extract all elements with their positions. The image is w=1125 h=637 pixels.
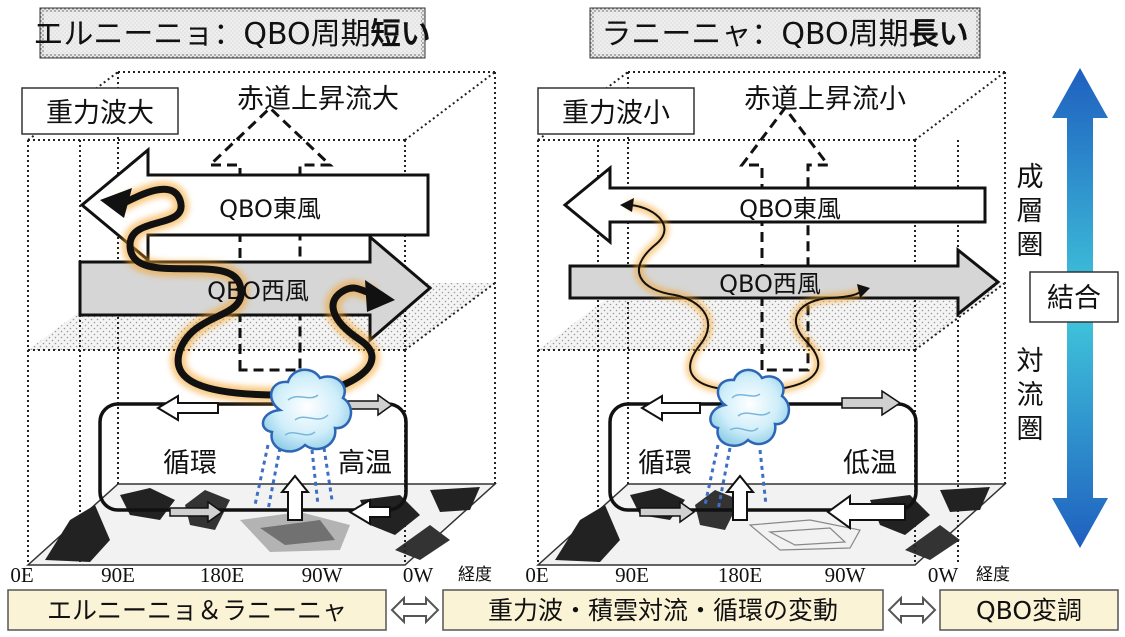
left-gravity-wave-label: 重力波大 [46, 98, 154, 129]
right-rain-streaks [703, 444, 768, 511]
troposphere-vertical-label: 対流圏 [1017, 346, 1044, 445]
coupling-label: 結合 [1047, 283, 1101, 314]
right-panel: ラニーニャ：QBO周期長い 重力波小 赤道上昇流小 QBO東風 QBO西風 循環… [536, 7, 1007, 566]
coupling-box [1029, 271, 1119, 323]
left-gravity-waves [100, 181, 395, 403]
right-tick-180e: 180E [718, 563, 762, 587]
right-upper-eastward-arrow [841, 389, 902, 417]
right-title: ラニーニャ：QBO周期長い [601, 17, 968, 52]
left-lower-westward-arrow [348, 498, 391, 526]
left-westerly-label: QBO西風 [207, 277, 309, 305]
right-westerly-label: QBO西風 [719, 270, 821, 298]
right-upwelling-label: 赤道上昇流小 [744, 84, 906, 115]
right-surface-map [536, 483, 1007, 566]
right-upper-westward-arrow [640, 394, 701, 422]
left-temperature-label: 高温 [338, 448, 392, 479]
right-tick-0e: 0E [525, 563, 548, 587]
left-convective-cloud [261, 368, 353, 453]
left-gravity-wave-box [21, 87, 179, 135]
left-surface-map [26, 483, 497, 566]
left-panel: エルニーニョ：QBO周期短い 重力波大 赤道上昇流大 QBO東風 QBO西風 循… [21, 7, 497, 566]
left-tick-180e: 180E [200, 563, 244, 587]
right-temperature-label: 低温 [843, 448, 897, 479]
stratosphere-vertical-label: 成層圏 [1017, 162, 1044, 261]
right-surface-updraft-arrow [724, 474, 756, 521]
left-tick-90w: 90W [302, 563, 343, 587]
qbo-box [939, 589, 1119, 631]
right-gravity-waves [620, 198, 870, 395]
right-axis-unit: 経度 [976, 565, 1010, 585]
left-tick-90e: 90E [101, 563, 135, 587]
left-circulation-loop [98, 402, 408, 512]
bottom-row: エルニーニョ＆ラニーニャ 重力波・積雲対流・循環の変動 QBO変調 [7, 589, 1119, 631]
right-easterly-arrow [562, 164, 987, 246]
left-title: エルニーニョ：QBO周期短い [33, 17, 430, 52]
left-surface-updraft-arrow [279, 474, 311, 521]
left-upwelling-label: 赤道上昇流大 [237, 84, 399, 115]
right-easterly-label: QBO東風 [739, 195, 841, 223]
left-upper-westward-arrow [156, 394, 219, 422]
right-lower-eastward-arrow [639, 500, 696, 524]
left-easterly-label: QBO東風 [219, 195, 321, 223]
left-easterly-arrow [79, 146, 430, 264]
right-gravity-wave-label: 重力波小 [562, 98, 670, 129]
right-tropopause-plane [538, 283, 1005, 350]
right-circulation-label: 循環 [638, 448, 692, 479]
enso-label: エルニーニョ＆ラニーニャ [47, 596, 347, 625]
right-gravity-wave-box [537, 87, 695, 135]
qbo-label: QBO変調 [976, 596, 1082, 625]
left-bidirectional-arrow [390, 595, 440, 625]
left-axis-unit: 経度 [458, 565, 492, 585]
left-rain-streaks [253, 444, 334, 511]
enso-box [7, 589, 387, 631]
right-longitude-axis: 0E 90E 180E 90W 0W 経度 [525, 563, 1010, 587]
left-upwelling-arrow [206, 105, 334, 372]
left-tick-0e: 0E [10, 563, 33, 587]
right-bidirectional-arrow [887, 595, 937, 625]
coupling-side-bar: 成層圏 結合 対流圏 [1017, 68, 1119, 548]
left-circulation-label: 循環 [163, 448, 217, 479]
variation-box [442, 589, 884, 631]
right-tick-90e: 90E [615, 563, 649, 587]
right-tick-0w: 0W [928, 563, 959, 587]
left-longitude-axis: 0E 90E 180E 90W 0W 経度 [10, 563, 492, 587]
right-convective-cloud [709, 368, 791, 447]
left-upper-eastward-arrow [347, 393, 394, 417]
left-tick-0w: 0W [403, 563, 434, 587]
right-upwelling-arrow [738, 105, 832, 372]
right-lower-westward-arrow [826, 494, 906, 530]
variation-label: 重力波・積雲対流・循環の変動 [488, 596, 838, 625]
left-lower-eastward-arrow [169, 500, 224, 524]
right-tick-90w: 90W [825, 563, 866, 587]
